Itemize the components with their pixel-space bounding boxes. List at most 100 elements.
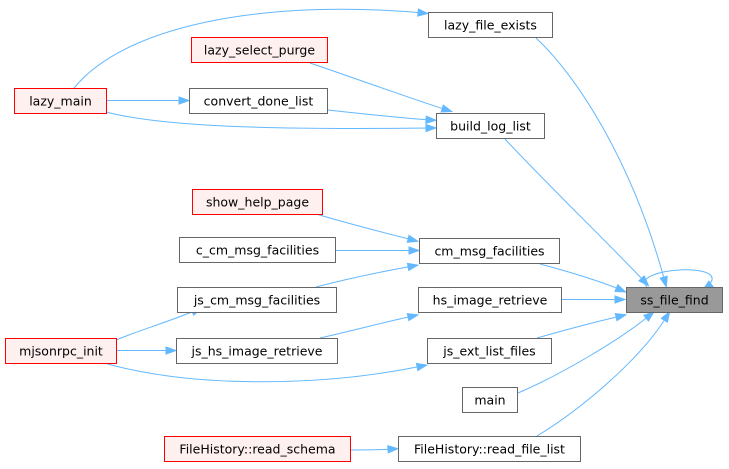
node-js-ext-list-files[interactable]: js_ext_list_files: [427, 338, 552, 364]
node-box: [427, 338, 552, 364]
edge-line: [73, 8, 424, 89]
edge-js-ext-list-files-to-ss-file-find: [536, 313, 628, 339]
node-show-help-page[interactable]: show_help_page: [192, 189, 323, 215]
edge-show-help-page-to-cm-msg-facilities: [315, 213, 420, 243]
edge-lazy-select-purge-to-build-log-list: [309, 62, 454, 113]
nodes-layer: ss_file_find lazy_file_exists lazy_main laz…: [5, 12, 723, 462]
node-hs-image-retrieve[interactable]: hs_image_retrieve: [418, 287, 562, 313]
edge-build-log-list-to-ss-file-find: [504, 138, 650, 287]
edge-main-to-ss-file-find: [517, 310, 655, 394]
edge-arrowhead: [387, 445, 400, 454]
edge-convert-done-list-to-build-log-list: [327, 109, 438, 124]
node-ss-file-find: ss_file_find: [626, 287, 723, 313]
edge-lazy-main-to-lazy-file-exists: [73, 8, 430, 89]
edge-line: [105, 111, 432, 129]
node-box: [176, 338, 338, 364]
edge-line: [535, 37, 666, 283]
node-box: [177, 287, 337, 313]
edge-line: [350, 448, 394, 451]
node-label: c_cm_msg_facilities: [196, 243, 319, 258]
edge-arrowhead: [643, 310, 655, 322]
node-label: lazy_select_purge: [204, 43, 315, 58]
edge-line: [315, 265, 414, 288]
edge-ss-file-find-to-ss-file-find: [644, 269, 714, 291]
node-label: show_help_page: [206, 195, 309, 210]
edge-c-cm-msg-facilities-to-cm-msg-facilities: [336, 246, 421, 255]
edge-cm-msg-facilities-to-ss-file-find: [539, 263, 627, 293]
edge-js-cm-msg-facilities-to-cm-msg-facilities: [315, 262, 420, 288]
node-label: ss_file_find: [640, 293, 708, 308]
edge-line: [103, 362, 423, 383]
node-box: [398, 436, 581, 462]
node-box: [626, 287, 723, 313]
edge-line: [319, 315, 414, 339]
edges-layer: [73, 8, 714, 454]
edge-arrowhead: [406, 234, 420, 243]
edge-hs-image-retrieve-to-ss-file-find: [562, 295, 627, 304]
node-box: [179, 237, 336, 263]
node-box: [164, 436, 351, 462]
node-label: js_cm_msg_facilities: [193, 293, 320, 308]
node-box: [189, 88, 328, 114]
edge-mjsonrpc-init-to-js-hs-image-retrieve: [117, 346, 178, 355]
node-main[interactable]: main: [462, 387, 518, 413]
node-read-schema[interactable]: FileHistory::read_schema: [164, 436, 351, 462]
edge-arrowhead: [425, 123, 438, 133]
node-label: cm_msg_facilities: [434, 244, 544, 259]
node-lazy-main[interactable]: lazy_main: [14, 88, 107, 114]
edge-read-file-list-to-ss-file-find: [536, 310, 671, 437]
node-convert-done-list[interactable]: convert_done_list: [189, 88, 328, 114]
edge-js-hs-image-retrieve-to-hs-image-retrieve: [319, 312, 420, 339]
edge-line: [327, 109, 432, 121]
edge-arrowhead: [408, 246, 421, 255]
node-lazy-select-purge[interactable]: lazy_select_purge: [191, 37, 328, 63]
node-lazy-file-exists[interactable]: lazy_file_exists: [428, 12, 553, 38]
edge-arrowhead: [406, 312, 420, 322]
node-mjsonrpc-init[interactable]: mjsonrpc_init: [5, 338, 117, 364]
edge-arrowhead: [165, 346, 178, 355]
edge-arrowhead: [415, 362, 429, 372]
node-label: mjsonrpc_init: [19, 344, 103, 359]
edge-line: [309, 62, 448, 111]
node-js-cm-msg-facilities[interactable]: js_cm_msg_facilities: [177, 287, 337, 313]
edge-arrowhead: [660, 310, 671, 323]
node-label: lazy_main: [29, 94, 92, 109]
edge-line: [517, 314, 651, 394]
node-label: FileHistory::read_file_list: [414, 442, 565, 457]
edge-line: [536, 315, 668, 437]
edge-arrowhead: [614, 313, 628, 322]
node-box: [418, 287, 562, 313]
node-build-log-list[interactable]: build_log_list: [436, 113, 545, 139]
node-box: [462, 387, 518, 413]
node-c-cm-msg-facilities[interactable]: c_cm_msg_facilities: [179, 237, 336, 263]
node-js-hs-image-retrieve[interactable]: js_hs_image_retrieve: [176, 338, 338, 364]
node-box: [436, 113, 545, 139]
edge-read-schema-to-read-file-list: [350, 445, 400, 454]
edge-lazy-main-to-convert-done-list: [106, 96, 191, 105]
node-label: convert_done_list: [204, 94, 314, 109]
node-box: [192, 189, 323, 215]
edge-arrowhead: [440, 104, 454, 113]
node-box: [191, 37, 328, 63]
node-box: [14, 88, 107, 114]
edge-arrowhead: [638, 275, 650, 287]
edge-line: [504, 138, 646, 283]
edge-line: [315, 213, 414, 241]
edge-lazy-file-exists-to-ss-file-find: [535, 37, 668, 289]
edge-line: [536, 315, 622, 339]
node-cm-msg-facilities[interactable]: cm_msg_facilities: [419, 238, 560, 264]
node-label: js_ext_list_files: [442, 344, 535, 359]
node-label: FileHistory::read_schema: [179, 442, 335, 457]
node-label: js_hs_image_retrieve: [191, 344, 323, 359]
node-label: build_log_list: [450, 119, 531, 134]
edge-arrowhead: [178, 96, 191, 105]
edge-arrowhead: [425, 115, 438, 124]
edge-arrowhead: [614, 283, 627, 293]
node-box: [419, 238, 560, 264]
edge-arrowhead: [417, 8, 430, 17]
edge-line: [115, 309, 198, 341]
edge-line: [539, 263, 622, 291]
edge-arrowhead: [614, 295, 627, 304]
node-read-file-list[interactable]: FileHistory::read_file_list: [398, 436, 581, 462]
